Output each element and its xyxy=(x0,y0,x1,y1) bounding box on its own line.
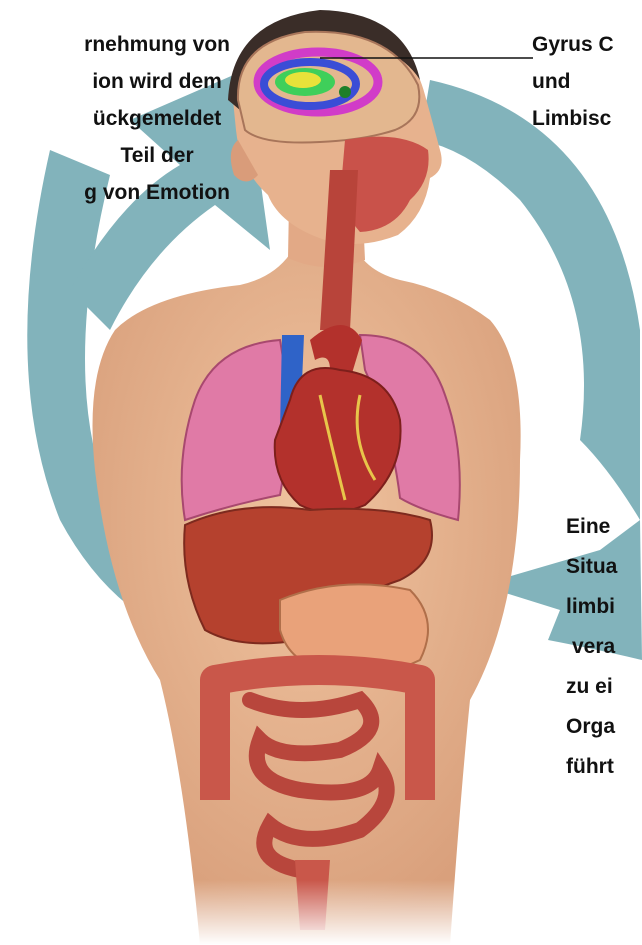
thalamus-dot xyxy=(339,86,351,98)
label-bottom-right-line: limbi xyxy=(566,587,617,627)
label-bottom-right-line: Eine xyxy=(566,507,617,547)
label-bottom-right-line: zu ei xyxy=(566,667,617,707)
label-left-line: ückgemeldet xyxy=(84,100,230,137)
label-left-line: ion wird dem xyxy=(84,63,230,100)
label-bottom-right-line: Orga xyxy=(566,707,617,747)
label-left: rnehmung von ion wird dem ückgemeldet Te… xyxy=(84,26,230,211)
label-bottom-right-line: führt xyxy=(566,747,617,787)
bottom-fade xyxy=(0,880,642,945)
label-left-line: rnehmung von xyxy=(84,26,230,63)
label-bottom-right-line: vera xyxy=(566,627,617,667)
label-top-right-line: und xyxy=(532,63,614,100)
label-left-line: g von Emotion xyxy=(84,174,230,211)
label-top-right-line: Limbisc xyxy=(532,100,614,137)
limbic-yellow xyxy=(285,72,321,88)
label-top-right-line: Gyrus C xyxy=(532,26,614,63)
label-bottom-right: Eine Situa limbi vera zu ei Orga führt xyxy=(566,507,617,787)
label-left-line: Teil der xyxy=(84,137,230,174)
label-top-right: Gyrus C und Limbisc xyxy=(532,26,614,137)
label-bottom-right-line: Situa xyxy=(566,547,617,587)
